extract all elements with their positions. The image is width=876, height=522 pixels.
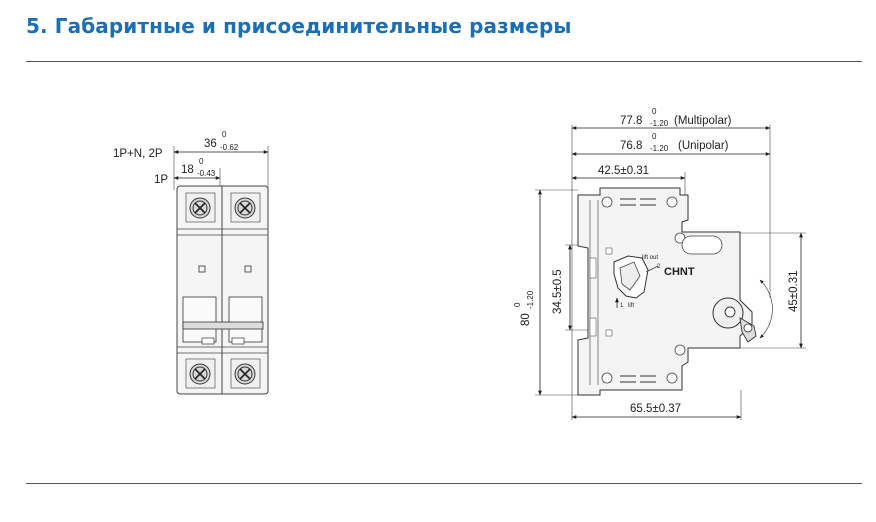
handle-pivot-icon: [712, 297, 757, 343]
dim-depth-multipolar-note: (Multipolar): [674, 115, 732, 127]
dim-base-depth: 65.5±0.37: [630, 403, 681, 415]
brand-logo: CHNT: [664, 266, 695, 278]
dim-depth-unipolar-tol-low: -1.20: [650, 144, 669, 153]
dim-width-multi-tol-low: -0.62: [220, 143, 239, 152]
dim-rail-depth: 42.5±0.31: [598, 165, 649, 177]
bottom-divider: [26, 483, 862, 484]
dim-window-height: 45±0.31: [788, 271, 800, 313]
dim-inner-height: 34.5±0.5: [552, 269, 564, 314]
lock-num-1: 1: [620, 303, 624, 309]
dim-depth-unipolar-tol-up: 0: [652, 132, 657, 141]
side-view: 77.8 0 -1.20 (Multipolar) 76.8 0 -1.20 (…: [513, 107, 806, 420]
lock-label-top: lift out: [642, 255, 658, 261]
lock-num-2: 2: [657, 264, 661, 270]
dim-width-multi-tol-up: 0: [222, 130, 227, 139]
lock-mechanism-icon: [613, 255, 659, 299]
dim-height-tol-up: 0: [513, 302, 522, 307]
dim-width-single: 18: [181, 164, 194, 176]
dim-depth-multipolar: 77.8: [620, 115, 642, 127]
dim-depth-multipolar-tol-low: -1.20: [650, 119, 669, 128]
section-heading: 5. Габаритные и присоединительные размер…: [26, 14, 572, 38]
dim-height: 80: [520, 313, 532, 326]
top-divider: [26, 61, 862, 62]
dim-width-multi: 36: [204, 138, 217, 150]
lock-label-bottom: lift: [628, 303, 634, 309]
label-1p: 1P: [154, 174, 168, 186]
label-1pn-2p: 1P+N, 2P: [113, 148, 163, 160]
dim-height-tol-low: -1.20: [526, 290, 535, 309]
dim-depth-unipolar-note: (Unipolar): [678, 140, 729, 152]
dim-depth-multipolar-tol-up: 0: [652, 107, 657, 116]
dim-depth-unipolar: 76.8: [620, 140, 642, 152]
dim-width-single-tol-low: -0.43: [197, 169, 216, 178]
front-view: 1P+N, 2P 1P 36 0 -0.62 18 0 -0.43: [113, 130, 269, 395]
dim-width-single-tol-up: 0: [199, 157, 204, 166]
